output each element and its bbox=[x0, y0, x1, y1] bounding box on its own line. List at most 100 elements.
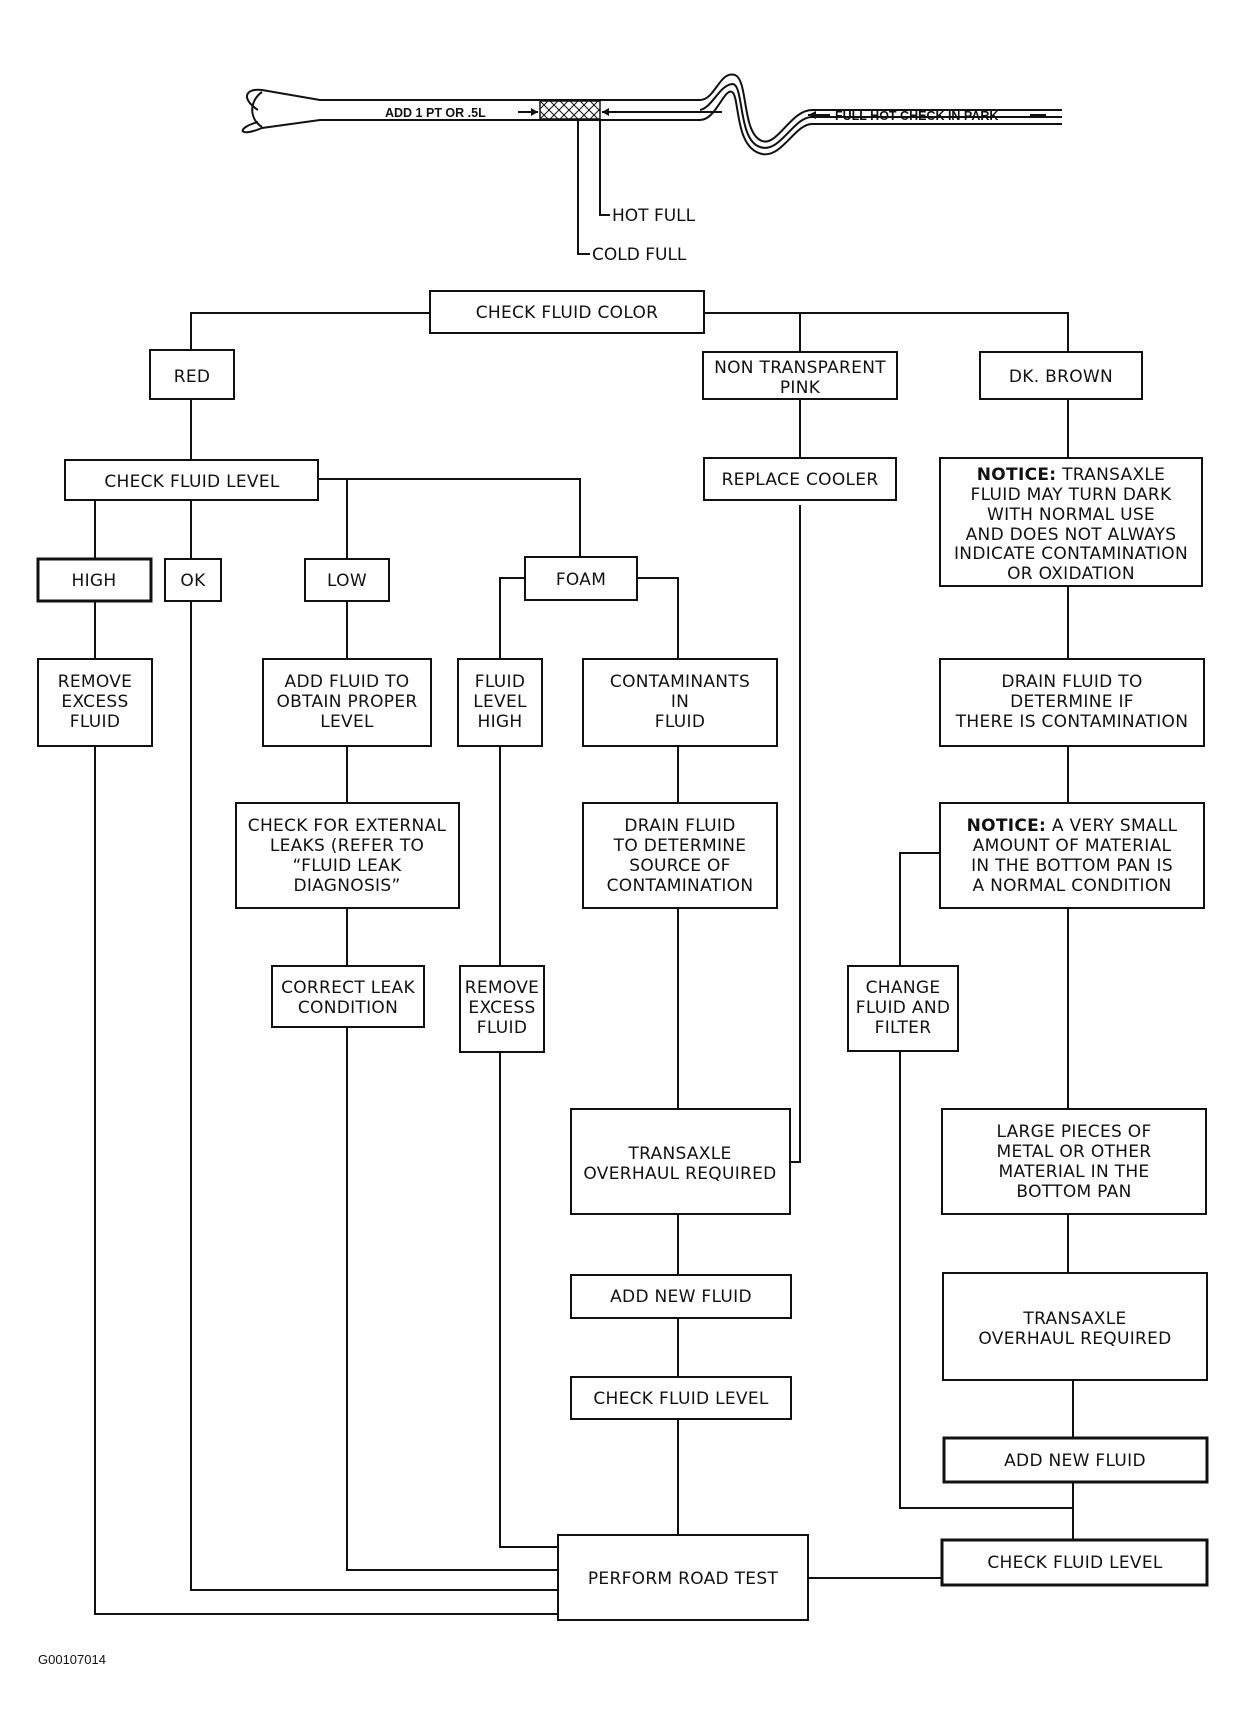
svg-text:HIGH: HIGH bbox=[72, 571, 117, 591]
svg-text:TRANSAXLE: TRANSAXLE bbox=[627, 1144, 731, 1164]
svg-text:REMOVE: REMOVE bbox=[58, 672, 132, 692]
svg-text:TO DETERMINE: TO DETERMINE bbox=[613, 836, 747, 856]
node-ok: OK bbox=[164, 558, 222, 602]
node-remove-excess-1: REMOVE EXCESS FLUID bbox=[37, 658, 153, 747]
svg-text:“FLUID LEAK: “FLUID LEAK bbox=[293, 856, 402, 876]
node-non-transparent-pink: NON TRANSPARENT PINK bbox=[702, 351, 898, 400]
svg-text:CORRECT LEAK: CORRECT LEAK bbox=[281, 978, 415, 998]
svg-text:CHECK FLUID COLOR: CHECK FLUID COLOR bbox=[476, 303, 659, 323]
svg-text:DETERMINE IF: DETERMINE IF bbox=[1010, 692, 1134, 712]
svg-text:IN: IN bbox=[671, 692, 689, 712]
node-large-pieces: LARGE PIECES OF METAL OR OTHER MATERIAL … bbox=[941, 1108, 1207, 1215]
node-remove-excess-2: REMOVE EXCESS FLUID bbox=[459, 965, 545, 1053]
svg-text:OR OXIDATION: OR OXIDATION bbox=[1007, 564, 1135, 584]
svg-text:FOAM: FOAM bbox=[556, 570, 606, 590]
svg-text:CHANGE: CHANGE bbox=[866, 978, 941, 998]
svg-text:FLUID: FLUID bbox=[655, 712, 705, 732]
cold-full-label: COLD FULL bbox=[592, 245, 687, 265]
svg-text:CHECK FOR EXTERNAL: CHECK FOR EXTERNAL bbox=[248, 816, 447, 836]
node-drain-determine-if: DRAIN FLUID TO DETERMINE IF THERE IS CON… bbox=[939, 658, 1205, 747]
svg-text:REPLACE COOLER: REPLACE COOLER bbox=[722, 470, 879, 490]
svg-text:CONTAMINANTS: CONTAMINANTS bbox=[610, 672, 750, 692]
svg-text:DIAGNOSIS”: DIAGNOSIS” bbox=[293, 876, 400, 896]
svg-text:FLUID: FLUID bbox=[477, 1018, 527, 1038]
svg-text:NON TRANSPARENT: NON TRANSPARENT bbox=[714, 358, 886, 378]
svg-text:NOTICE: A VERY SMALL: NOTICE: A VERY SMALL bbox=[967, 816, 1178, 836]
svg-text:A NORMAL CONDITION: A NORMAL CONDITION bbox=[972, 876, 1171, 896]
svg-text:EXCESS: EXCESS bbox=[468, 998, 535, 1018]
svg-text:BOTTOM PAN: BOTTOM PAN bbox=[1016, 1182, 1131, 1202]
dipstick-illustration: ADD 1 PT OR .5L FULL HOT CHECK IN PARK H… bbox=[241, 73, 1062, 265]
node-low: LOW bbox=[304, 558, 390, 602]
svg-text:OK: OK bbox=[180, 571, 206, 591]
svg-text:CHECK FLUID LEVEL: CHECK FLUID LEVEL bbox=[104, 472, 280, 492]
node-contaminants: CONTAMINANTS IN FLUID bbox=[582, 658, 778, 747]
svg-text:ADD FLUID TO: ADD FLUID TO bbox=[285, 672, 410, 692]
svg-text:IN THE BOTTOM PAN IS: IN THE BOTTOM PAN IS bbox=[971, 856, 1173, 876]
svg-text:EXCESS: EXCESS bbox=[61, 692, 128, 712]
hot-full-label: HOT FULL bbox=[612, 206, 696, 226]
svg-text:REMOVE: REMOVE bbox=[465, 978, 539, 998]
svg-text:RED: RED bbox=[174, 367, 211, 387]
svg-text:LEVEL: LEVEL bbox=[320, 712, 374, 732]
node-check-fluid-level-3: CHECK FLUID LEVEL bbox=[940, 1538, 1209, 1587]
svg-text:FLUID: FLUID bbox=[475, 672, 525, 692]
svg-text:CHECK FLUID LEVEL: CHECK FLUID LEVEL bbox=[987, 1553, 1163, 1573]
add-pint-label: ADD 1 PT OR .5L bbox=[385, 106, 486, 120]
node-notice-small-amount: NOTICE: A VERY SMALL AMOUNT OF MATERIAL … bbox=[939, 802, 1205, 909]
svg-text:ADD NEW FLUID: ADD NEW FLUID bbox=[1004, 1451, 1146, 1471]
full-hot-label: FULL HOT CHECK IN PARK bbox=[835, 109, 998, 123]
node-red: RED bbox=[149, 349, 235, 400]
svg-text:LEAKS (REFER TO: LEAKS (REFER TO bbox=[270, 836, 424, 856]
figure-id: G00107014 bbox=[38, 1652, 106, 1667]
svg-text:DRAIN FLUID TO: DRAIN FLUID TO bbox=[1001, 672, 1142, 692]
svg-text:INDICATE CONTAMINATION: INDICATE CONTAMINATION bbox=[954, 544, 1188, 564]
svg-text:LEVEL: LEVEL bbox=[473, 692, 527, 712]
svg-text:CONDITION: CONDITION bbox=[298, 998, 398, 1018]
svg-text:FLUID: FLUID bbox=[70, 712, 120, 732]
connectors bbox=[94, 312, 1074, 1615]
node-drain-source: DRAIN FLUID TO DETERMINE SOURCE OF CONTA… bbox=[582, 802, 778, 909]
svg-text:FILTER: FILTER bbox=[875, 1018, 932, 1038]
svg-text:DRAIN FLUID: DRAIN FLUID bbox=[624, 816, 735, 836]
svg-text:OBTAIN PROPER: OBTAIN PROPER bbox=[276, 692, 417, 712]
node-check-fluid-level: CHECK FLUID LEVEL bbox=[64, 459, 319, 501]
svg-text:AMOUNT OF MATERIAL: AMOUNT OF MATERIAL bbox=[973, 836, 1172, 856]
svg-text:PINK: PINK bbox=[780, 378, 821, 398]
node-add-new-fluid-1: ADD NEW FLUID bbox=[570, 1274, 792, 1319]
svg-text:DK. BROWN: DK. BROWN bbox=[1009, 367, 1113, 387]
node-add-new-fluid-2: ADD NEW FLUID bbox=[942, 1436, 1209, 1484]
svg-text:HIGH: HIGH bbox=[478, 712, 523, 732]
svg-text:LOW: LOW bbox=[327, 571, 367, 591]
node-foam: FOAM bbox=[524, 556, 638, 601]
svg-text:SOURCE OF: SOURCE OF bbox=[629, 856, 730, 876]
node-dk-brown: DK. BROWN bbox=[979, 351, 1143, 400]
svg-text:CONTAMINATION: CONTAMINATION bbox=[607, 876, 754, 896]
node-change-fluid-filter: CHANGE FLUID AND FILTER bbox=[847, 965, 959, 1052]
node-check-fluid-level-2: CHECK FLUID LEVEL bbox=[570, 1376, 792, 1420]
svg-text:FLUID MAY TURN DARK: FLUID MAY TURN DARK bbox=[971, 485, 1173, 505]
svg-text:MATERIAL IN THE: MATERIAL IN THE bbox=[999, 1162, 1150, 1182]
node-fluid-level-high: FLUID LEVEL HIGH bbox=[457, 658, 543, 747]
node-overhaul-required-1: TRANSAXLE OVERHAUL REQUIRED bbox=[570, 1108, 791, 1215]
node-overhaul-required-2: TRANSAXLE OVERHAUL REQUIRED bbox=[942, 1272, 1208, 1381]
svg-text:CHECK FLUID LEVEL: CHECK FLUID LEVEL bbox=[593, 1389, 769, 1409]
svg-text:WITH NORMAL USE: WITH NORMAL USE bbox=[987, 505, 1155, 525]
svg-text:PERFORM ROAD TEST: PERFORM ROAD TEST bbox=[588, 1569, 779, 1589]
svg-text:NOTICE: TRANSAXLE: NOTICE: TRANSAXLE bbox=[977, 465, 1165, 485]
svg-text:FLUID AND: FLUID AND bbox=[856, 998, 951, 1018]
node-correct-leak: CORRECT LEAK CONDITION bbox=[271, 965, 425, 1028]
svg-text:OVERHAUL REQUIRED: OVERHAUL REQUIRED bbox=[978, 1329, 1171, 1349]
svg-text:OVERHAUL REQUIRED: OVERHAUL REQUIRED bbox=[583, 1164, 776, 1184]
svg-text:METAL OR OTHER: METAL OR OTHER bbox=[997, 1142, 1152, 1162]
node-check-color: CHECK FLUID COLOR bbox=[429, 290, 705, 334]
svg-text:THERE IS CONTAMINATION: THERE IS CONTAMINATION bbox=[955, 712, 1189, 732]
svg-text:ADD NEW FLUID: ADD NEW FLUID bbox=[610, 1287, 752, 1307]
node-check-external-leaks: CHECK FOR EXTERNAL LEAKS (REFER TO “FLUI… bbox=[235, 802, 460, 909]
node-perform-road-test: PERFORM ROAD TEST bbox=[557, 1534, 809, 1621]
svg-text:TRANSAXLE: TRANSAXLE bbox=[1022, 1309, 1126, 1329]
node-replace-cooler: REPLACE COOLER bbox=[703, 457, 897, 501]
node-high: HIGH bbox=[36, 557, 153, 603]
svg-text:AND DOES NOT ALWAYS: AND DOES NOT ALWAYS bbox=[966, 525, 1177, 545]
